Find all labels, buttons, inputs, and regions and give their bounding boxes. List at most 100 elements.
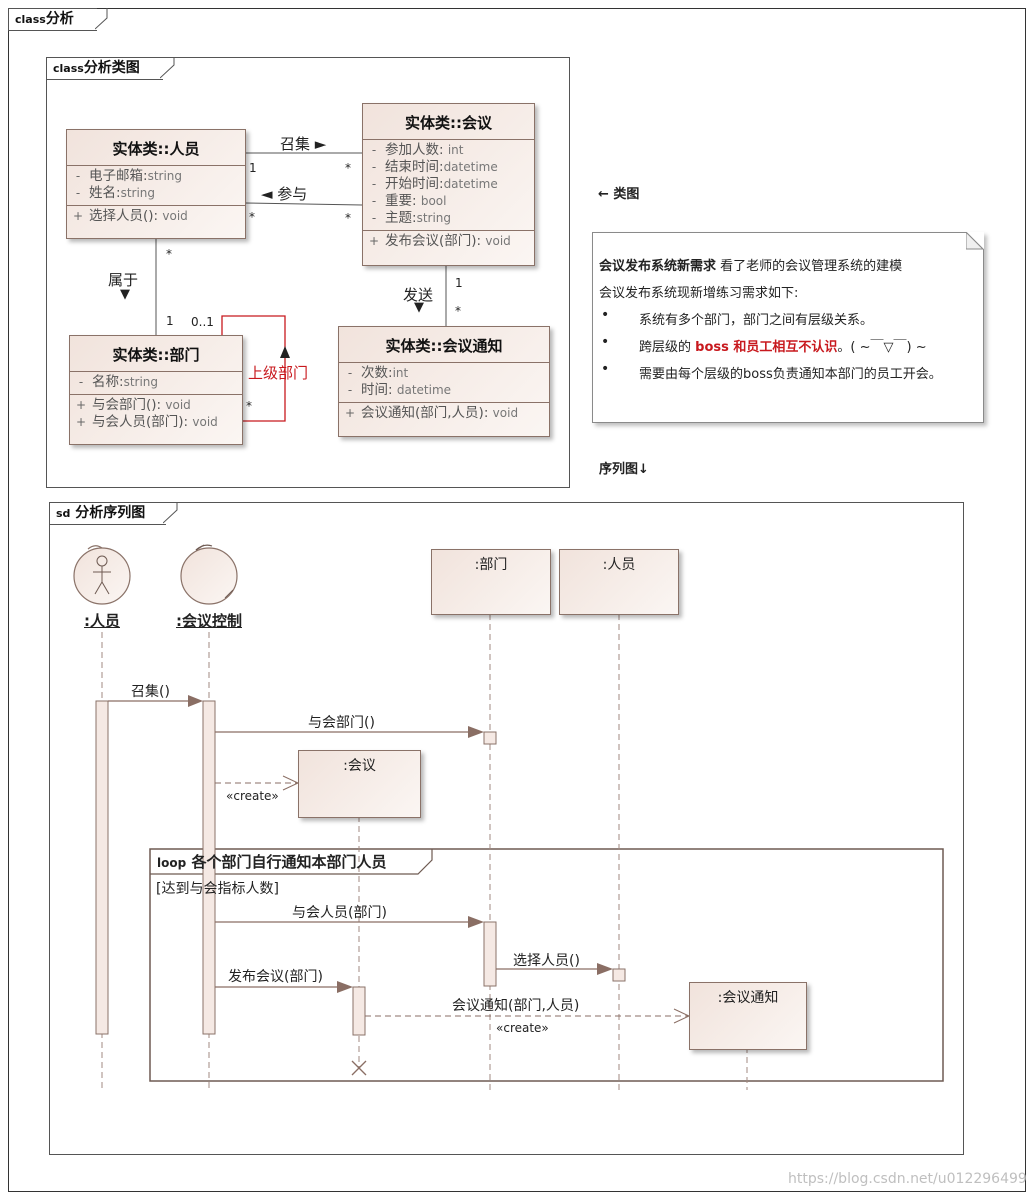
message-create-meeting-stereotype: «create» <box>226 789 279 803</box>
message-attending-depts-label: 与会部门() <box>308 715 375 731</box>
message-attending-depts-arrow <box>215 726 484 738</box>
class-frame-tab: class分析类图 <box>46 57 163 80</box>
class-department[interactable]: 实体类::部门 -名称:string +与会部门(): void +与会人员(部… <box>69 335 243 445</box>
note-bullet-2: 跨层级的 boss 和员工相互不认识。( ~￣▽￣) ~ <box>639 340 927 355</box>
note-heading: 会议发布系统新需求 看了老师的会议管理系统的建模 <box>599 259 903 274</box>
assoc-parent-dept-label: 上级部门 <box>248 364 309 382</box>
class-notice-operations: +会议通知(部门,人员): void <box>339 403 549 425</box>
note-bullet-1: 系统有多个部门，部门之间有层级关系。 <box>639 313 874 328</box>
note-bullet-3-dot: • <box>601 361 610 377</box>
activation-dept-2 <box>483 921 497 987</box>
activation-actor <box>95 700 109 1035</box>
class-meeting-attributes: -参加人数: int -结束时间:datetime -开始时间:datetime… <box>363 140 534 231</box>
sequence-tab-corner <box>163 502 178 524</box>
outer-diagram-frame: class分析 <box>8 8 1026 1192</box>
lifeline-actor-name: :人员 <box>84 612 120 630</box>
assoc-belongs-label: 属于 <box>108 271 139 289</box>
class-notice-attr: -时间: datetime <box>347 382 452 398</box>
class-person-attr-name: -姓名:string <box>75 185 156 201</box>
note-bullet-3: 需要由每个层级的boss负责通知本部门的员工开会。 <box>639 367 942 382</box>
activation-control <box>202 700 216 1035</box>
class-meeting-attr: -重要: bool <box>371 193 447 209</box>
class-meeting[interactable]: 实体类::会议 -参加人数: int -结束时间:datetime -开始时间:… <box>362 103 535 266</box>
assoc-attend-label: ◄ 参与 <box>261 185 308 203</box>
loop-guard: [达到与会指标人数] <box>156 881 279 897</box>
activation-meeting <box>352 986 366 1036</box>
class-tab-corner <box>160 57 175 79</box>
note-subheading: 会议发布系统现新增练习需求如下: <box>599 286 799 301</box>
outer-frame-title: 分析 <box>45 11 74 27</box>
class-meeting-operations: +发布会议(部门): void <box>363 231 534 253</box>
class-meeting-attr: -参加人数: int <box>371 142 464 158</box>
class-person-op-select: +选择人员(): void <box>72 208 188 224</box>
class-frame-keyword: class <box>53 62 84 75</box>
class-person[interactable]: 实体类::人员 -电子邮箱:string -姓名:string +选择人员():… <box>66 129 246 239</box>
assoc-send-mult-a: 1 <box>455 276 463 290</box>
requirements-note: 会议发布系统新需求 看了老师的会议管理系统的建模 会议发布系统现新增练习需求如下… <box>592 232 984 423</box>
message-create-notice-label: 会议通知(部门,人员) <box>452 998 580 1014</box>
assoc-parent-dept-mult-a: 0..1 <box>191 315 214 329</box>
control-icon <box>180 544 238 605</box>
assoc-convene-mult-a: 1 <box>249 161 257 175</box>
message-convene-arrow <box>108 695 203 707</box>
sequence-diagram-frame: sd 分析序列图 <box>49 502 964 1155</box>
assoc-belongs-mult-a: * <box>166 247 172 261</box>
assoc-send-arrow: ▼ <box>414 300 424 315</box>
class-notice-name: 实体类::会议通知 <box>339 327 549 363</box>
class-person-attr-email: -电子邮箱:string <box>75 168 183 184</box>
class-notice-attr: -次数:int <box>347 365 409 381</box>
class-meeting-attr: -主题:string <box>371 210 452 226</box>
outer-frame-tab: class分析 <box>8 8 97 31</box>
loop-fragment-label: loop 各个部门自行通知本部门人员 <box>157 853 387 871</box>
sequence-frame-keyword: sd <box>56 507 71 520</box>
sequence-frame-tab: sd 分析序列图 <box>49 502 166 525</box>
message-publish-meeting-arrow <box>215 981 353 993</box>
lifeline-dept-head: :部门 <box>431 549 551 615</box>
message-attending-persons-label: 与会人员(部门) <box>292 905 387 921</box>
lifeline-notice-head: :会议通知 <box>689 982 807 1050</box>
class-department-operations: +与会部门(): void +与会人员(部门): void <box>70 395 242 434</box>
activation-person <box>612 968 626 982</box>
message-attending-persons-arrow <box>215 916 484 928</box>
assoc-send-label: 发送 <box>403 286 434 304</box>
class-notice-op: +会议通知(部门,人员): void <box>344 405 519 421</box>
message-publish-meeting-label: 发布会议(部门) <box>228 969 323 985</box>
class-meeting-name: 实体类::会议 <box>363 104 534 140</box>
assoc-convene-mult-b: * <box>345 161 351 175</box>
class-notice-attributes: -次数:int -时间: datetime <box>339 363 549 403</box>
class-department-attributes: -名称:string <box>70 372 242 395</box>
class-person-attributes: -电子邮箱:string -姓名:string <box>67 166 245 206</box>
lifeline-control-name: :会议控制 <box>176 612 242 630</box>
class-diagram-frame: class分析类图 <box>46 57 570 488</box>
assoc-belongs-mult-b: 1 <box>166 314 174 328</box>
class-diagram-side-label: ← 类图 <box>598 187 640 202</box>
note-bullet-2-dot: • <box>601 334 610 350</box>
class-meeting-attr: -结束时间:datetime <box>371 159 498 175</box>
lifeline-meeting-head: :会议 <box>298 750 421 818</box>
sequence-frame-title: 分析序列图 <box>75 505 146 521</box>
meeting-destroy-mark <box>351 1060 367 1076</box>
assoc-convene-label: 召集 ► <box>280 135 327 153</box>
assoc-parent-dept-mult-b: * <box>246 399 252 413</box>
assoc-send-mult-b: * <box>455 304 461 318</box>
class-department-name: 实体类::部门 <box>70 336 242 372</box>
message-create-meeting-arrow <box>215 775 300 791</box>
assoc-parent-dept-line <box>221 315 286 422</box>
message-select-person-label: 选择人员() <box>513 953 580 969</box>
assoc-attend-mult-a: * <box>249 210 255 224</box>
class-department-op: +与会部门(): void <box>75 397 191 413</box>
outer-frame-keyword: class <box>15 13 46 26</box>
parent-dept-arrow-head <box>280 346 290 358</box>
class-diagram-connectors <box>155 152 447 422</box>
class-notice[interactable]: 实体类::会议通知 -次数:int -时间: datetime +会议通知(部门… <box>338 326 550 437</box>
message-create-notice-stereotype: «create» <box>496 1021 549 1035</box>
message-convene-label: 召集() <box>131 684 170 700</box>
assoc-attend-line <box>244 202 363 206</box>
sequence-diagram-side-label: 序列图↓ <box>599 462 649 477</box>
watermark: https://blog.csdn.net/u012296499 <box>788 1171 1027 1187</box>
activation-dept-1 <box>483 731 497 745</box>
class-person-name: 实体类::人员 <box>67 130 245 166</box>
loop-fragment-tab <box>150 849 433 875</box>
note-folded-corner <box>966 232 984 250</box>
